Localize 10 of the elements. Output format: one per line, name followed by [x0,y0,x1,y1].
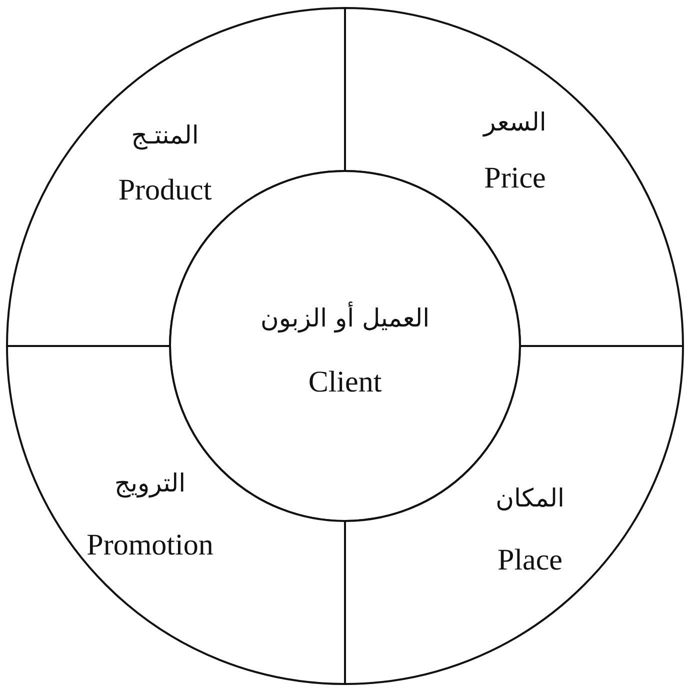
node-label: المكان [496,484,564,512]
node-label: العميل أو الزبون [260,304,430,332]
node-label: المنتـج [131,121,199,149]
node-label: Product [118,174,212,206]
node-label: Place [498,544,562,576]
node-label: الترويج [114,469,186,497]
node-label: Promotion [86,528,214,562]
node-label: السعر [484,108,546,136]
node-label: Price [484,162,546,194]
node-label: Client [308,366,382,398]
